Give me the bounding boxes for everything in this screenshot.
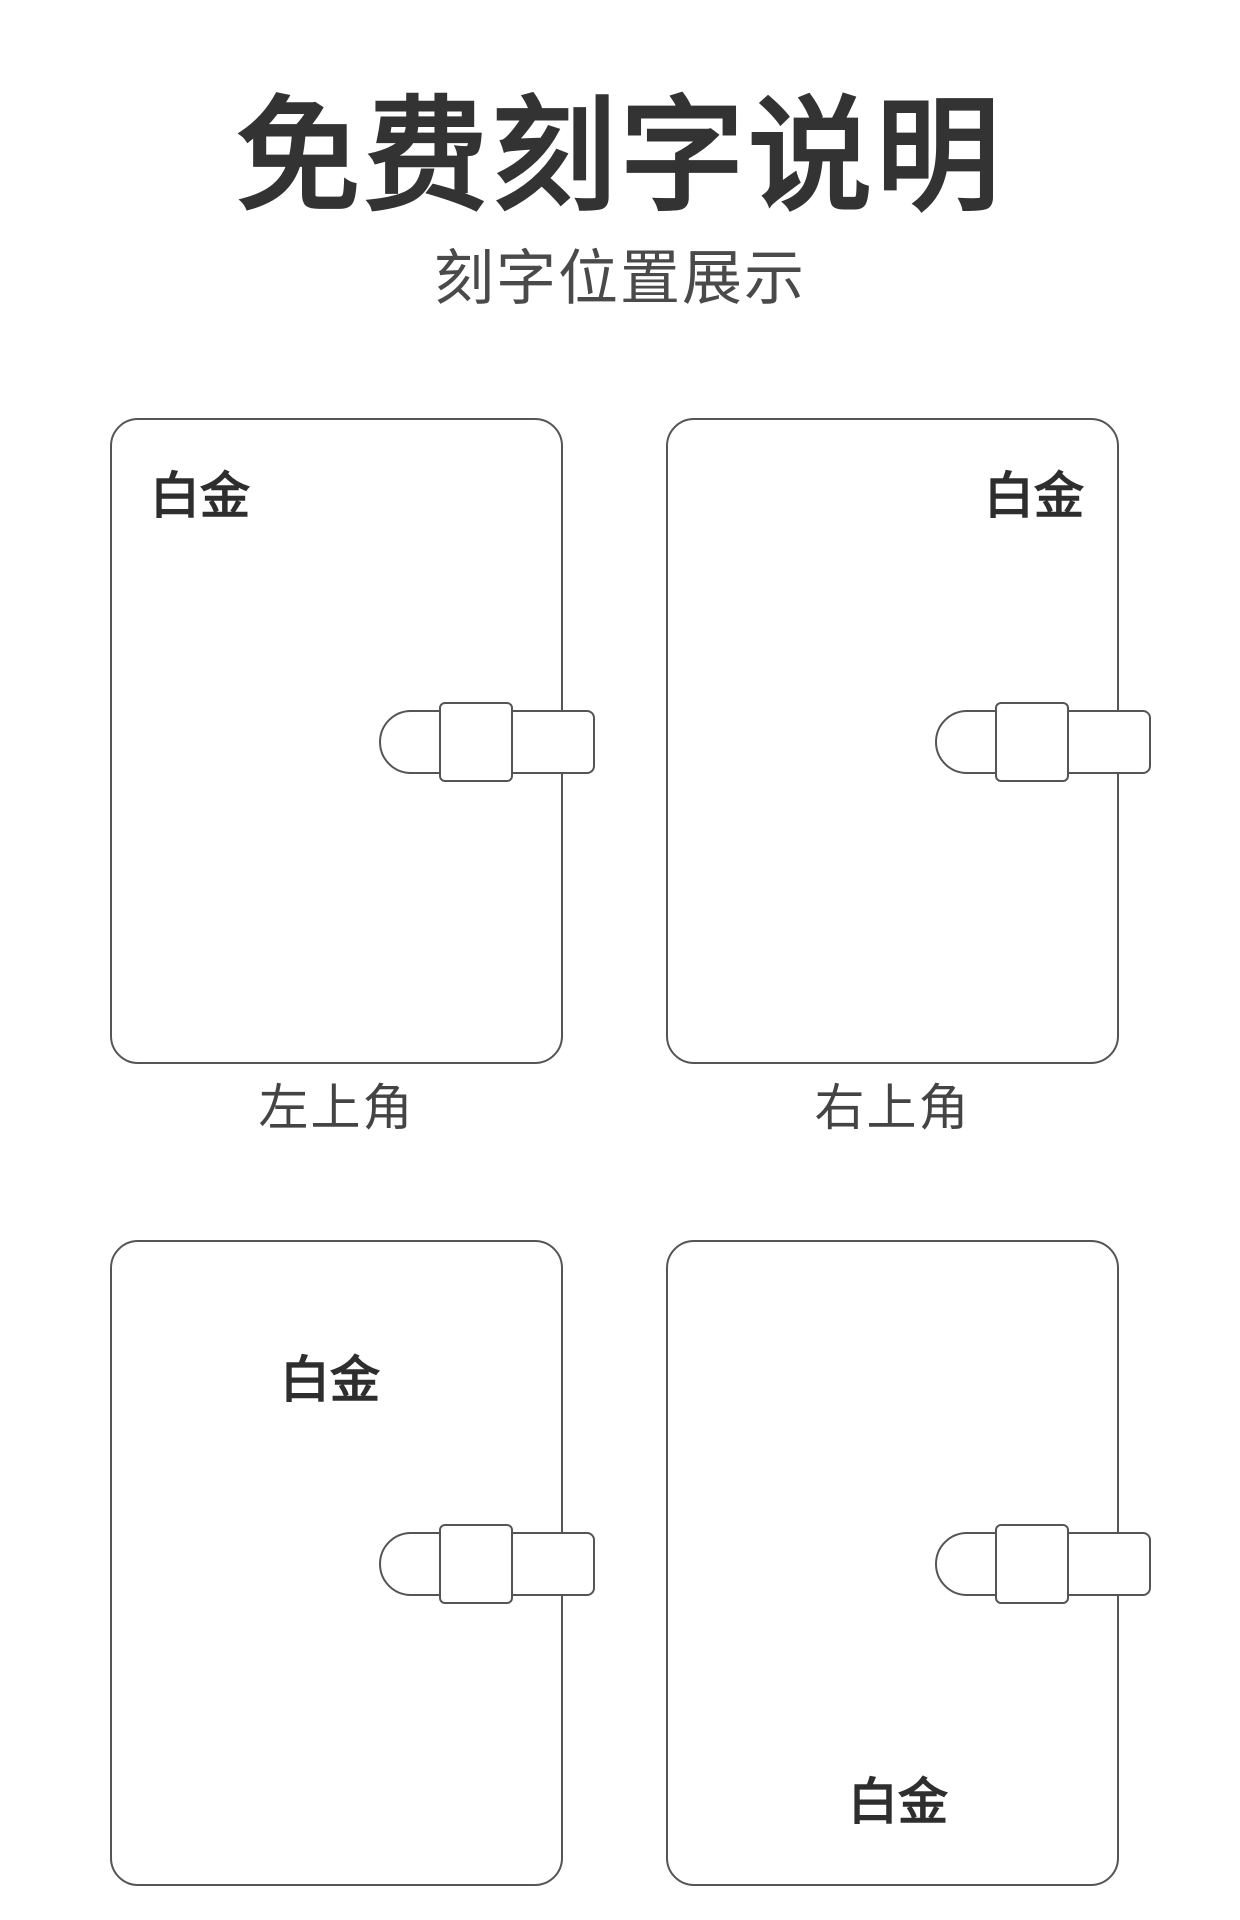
notebook-buckle <box>439 702 513 782</box>
position-caption: 右上角 <box>814 1079 971 1137</box>
position-caption: 左上角 <box>258 1079 415 1137</box>
page-subtitle: 刻字位置展示 <box>434 244 806 314</box>
engraving-text: 白金 <box>848 1772 948 1831</box>
page-title: 免费刻字说明 <box>235 84 1004 229</box>
notebook-buckle <box>995 702 1069 782</box>
engraving-text: 白金 <box>984 466 1084 525</box>
notebook-buckle <box>439 1524 513 1604</box>
engraving-text: 白金 <box>150 466 250 525</box>
engraving-text: 白金 <box>280 1350 380 1409</box>
notebook-buckle <box>995 1524 1069 1604</box>
